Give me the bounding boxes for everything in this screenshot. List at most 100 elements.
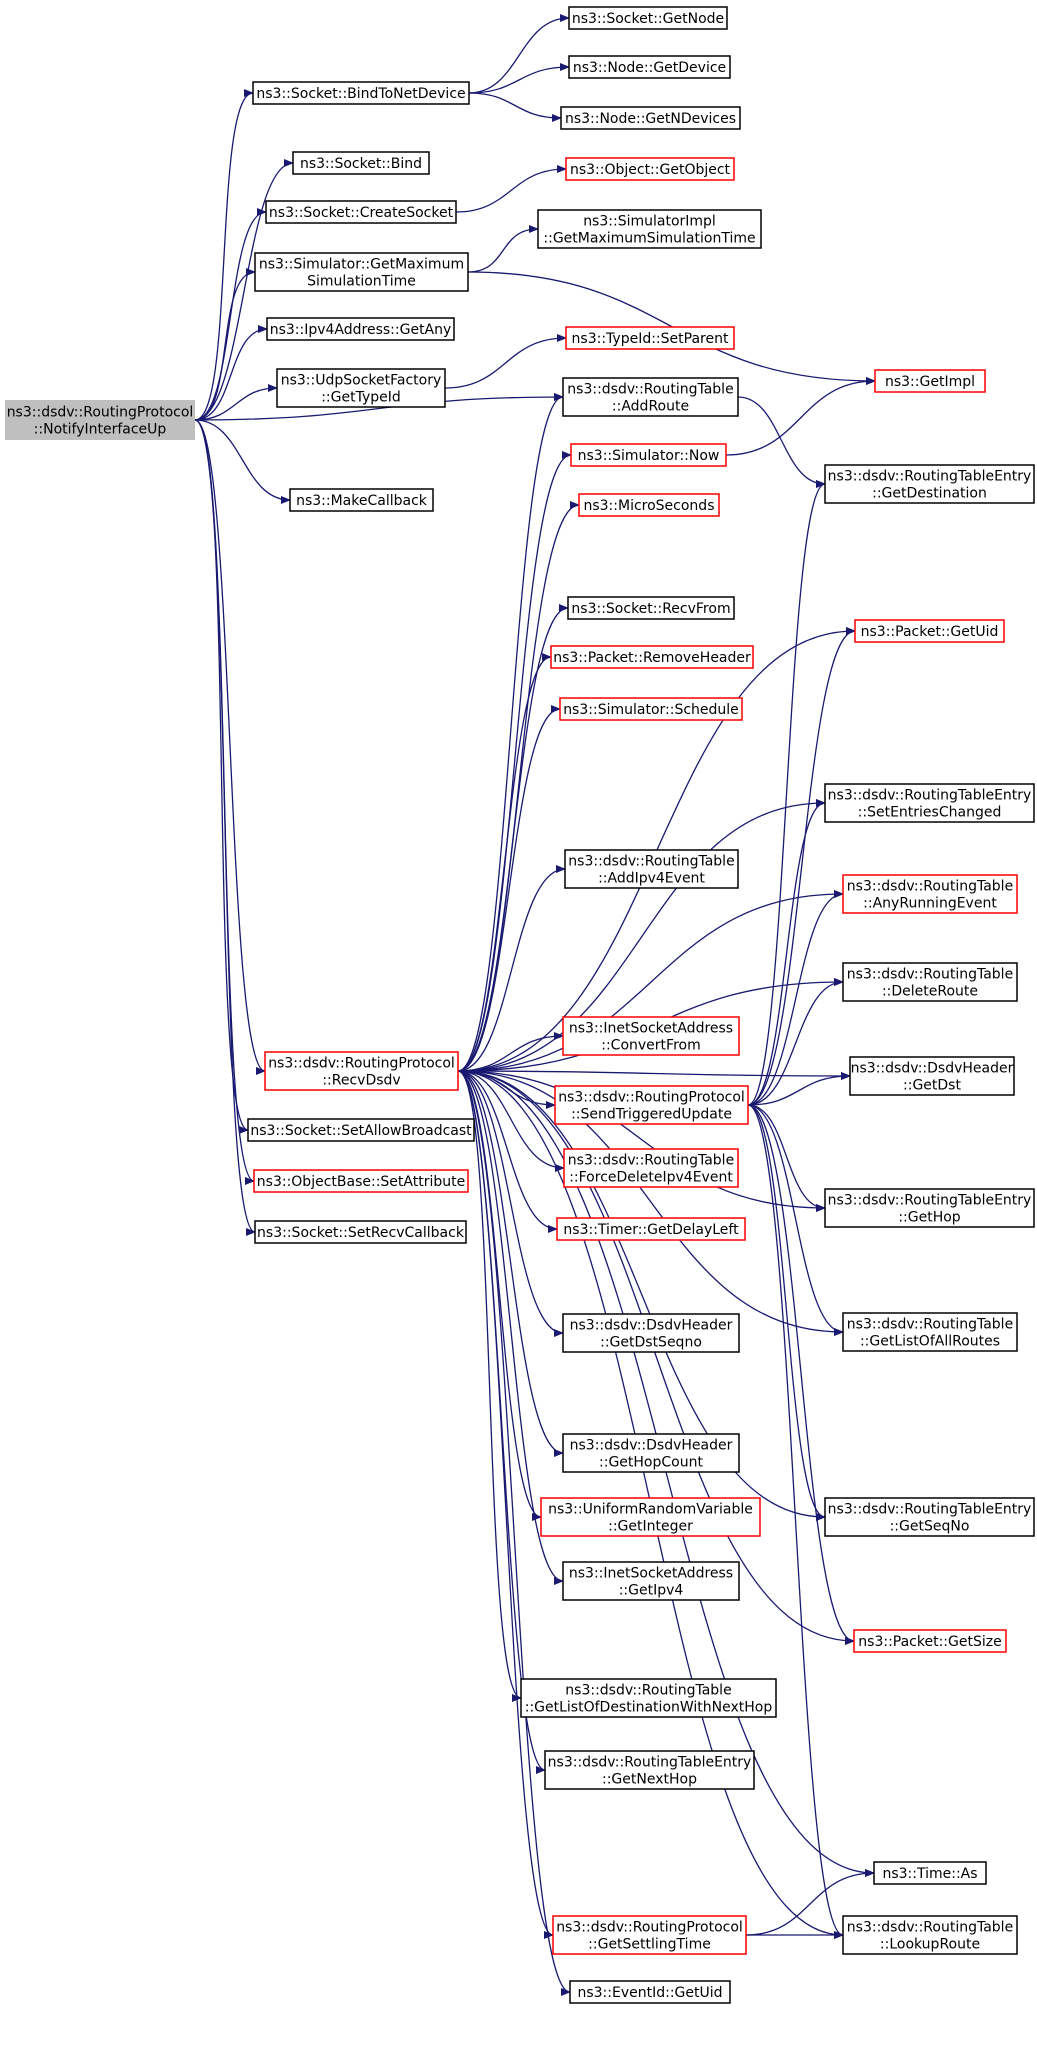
node-convertFrom[interactable]: ns3::InetSocketAddress::ConvertFrom bbox=[562, 1016, 740, 1056]
node-label: ns3::dsdv::RoutingTableEntry bbox=[548, 1755, 752, 1771]
edge-sendTriggered-to-dsdvGetDst bbox=[747, 1072, 851, 1106]
node-label: ns3::InetSocketAddress bbox=[569, 1021, 733, 1037]
edge-recvDsdv-to-timerDelayLeft bbox=[457, 1070, 558, 1233]
node-label: ns3::dsdv::RoutingTable bbox=[568, 854, 734, 870]
node-label: ::GetNextHop bbox=[602, 1772, 697, 1788]
node-box bbox=[564, 849, 739, 889]
edge-bindToNetDevice-to-nodeGetDevice bbox=[468, 63, 570, 94]
node-box bbox=[565, 157, 735, 181]
node-getImpl[interactable]: ns3::GetImpl bbox=[874, 369, 986, 393]
node-recvFrom[interactable]: ns3::Socket::RecvFrom bbox=[567, 596, 735, 620]
node-label: ns3::dsdv::DsdvHeader bbox=[851, 1061, 1014, 1077]
edge-sendTriggered-to-lookupRoute bbox=[747, 1104, 844, 1939]
node-simNow[interactable]: ns3::Simulator::Now bbox=[570, 443, 727, 467]
node-box bbox=[5, 400, 195, 440]
node-getListDestNextHop[interactable]: ns3::dsdv::RoutingTable::GetListOfDestin… bbox=[520, 1678, 777, 1718]
node-label: ns3::MicroSeconds bbox=[583, 498, 714, 514]
node-box bbox=[254, 1220, 467, 1244]
node-label: ns3::dsdv::RoutingProtocol bbox=[268, 1056, 455, 1072]
edge-root-to-setRecvCallback bbox=[194, 419, 256, 1236]
node-label: ::ForceDeleteIpv4Event bbox=[569, 1170, 733, 1186]
node-label: ns3::dsdv::RoutingTable bbox=[847, 1317, 1013, 1333]
node-label: ns3::dsdv::RoutingTableEntry bbox=[828, 469, 1032, 485]
node-packetGetUid[interactable]: ns3::Packet::GetUid bbox=[854, 619, 1005, 643]
node-createSocket[interactable]: ns3::Socket::CreateSocket bbox=[265, 200, 457, 224]
node-udpGetTypeId[interactable]: ns3::UdpSocketFactory::GetTypeId bbox=[276, 368, 446, 408]
edge-recvDsdv-to-simNow bbox=[457, 451, 572, 1072]
node-getSettlingTime[interactable]: ns3::dsdv::RoutingProtocol::GetSettlingT… bbox=[552, 1915, 747, 1955]
node-label: ns3::Time::As bbox=[882, 1866, 977, 1882]
node-label: ns3::Socket::RecvFrom bbox=[571, 601, 730, 617]
node-box bbox=[252, 81, 470, 105]
node-removeHeader[interactable]: ns3::Packet::RemoveHeader bbox=[550, 645, 754, 669]
node-nodeGetDevice[interactable]: ns3::Node::GetDevice bbox=[568, 55, 731, 79]
node-box bbox=[824, 783, 1035, 823]
node-setAllowBroadcast[interactable]: ns3::Socket::SetAllowBroadcast bbox=[247, 1118, 475, 1142]
node-label: ::SetEntriesChanged bbox=[858, 805, 1002, 821]
node-getListAllRoutes[interactable]: ns3::dsdv::RoutingTable::GetListOfAllRou… bbox=[842, 1312, 1018, 1352]
edge-recvDsdv-to-eventIdGetUid bbox=[457, 1070, 571, 1996]
node-simGetMax[interactable]: ns3::Simulator::GetMaximumSimulationTime bbox=[254, 252, 469, 292]
node-lookupRoute[interactable]: ns3::dsdv::RoutingTable::LookupRoute bbox=[842, 1915, 1018, 1955]
node-socketGetNode[interactable]: ns3::Socket::GetNode bbox=[568, 6, 728, 30]
node-label: ns3::Socket::SetAllowBroadcast bbox=[250, 1123, 472, 1139]
node-label: ns3::dsdv::RoutingTableEntry bbox=[828, 1502, 1032, 1518]
node-setRecvCallback[interactable]: ns3::Socket::SetRecvCallback bbox=[254, 1220, 467, 1244]
node-label: ::GetHopCount bbox=[599, 1455, 703, 1471]
node-simSchedule[interactable]: ns3::Simulator::Schedule bbox=[559, 697, 743, 721]
node-label: ns3::Ipv4Address::GetAny bbox=[270, 322, 452, 338]
node-box bbox=[562, 1016, 740, 1056]
node-timeAs[interactable]: ns3::Time::As bbox=[873, 1861, 987, 1885]
node-box bbox=[873, 1861, 987, 1885]
node-inetGetIpv4[interactable]: ns3::InetSocketAddress::GetIpv4 bbox=[562, 1561, 740, 1601]
node-box bbox=[266, 317, 455, 341]
edge-recvDsdv-to-getHopCount bbox=[457, 1070, 564, 1457]
node-label: ::ConvertFrom bbox=[601, 1038, 700, 1054]
edge-root-to-recvDsdv bbox=[194, 419, 266, 1075]
edge-sendTriggered-to-setEntriesChanged bbox=[747, 799, 826, 1106]
node-getDstSeqno[interactable]: ns3::dsdv::DsdvHeader::GetDstSeqno bbox=[562, 1313, 740, 1353]
node-socketBind[interactable]: ns3::Socket::Bind bbox=[292, 151, 430, 175]
node-label: ns3::Node::GetDevice bbox=[573, 60, 726, 76]
node-rtAddRoute[interactable]: ns3::dsdv::RoutingTable::AddRoute bbox=[562, 377, 739, 417]
node-forceDelete[interactable]: ns3::dsdv::RoutingTable::ForceDeleteIpv4… bbox=[563, 1148, 739, 1188]
node-box bbox=[550, 645, 754, 669]
node-label: ns3::Node::GetNDevices bbox=[565, 111, 736, 127]
node-dsdvGetDst[interactable]: ns3::dsdv::DsdvHeader::GetDst bbox=[849, 1056, 1015, 1096]
node-anyRunningEvent[interactable]: ns3::dsdv::RoutingTable::AnyRunningEvent bbox=[842, 874, 1018, 914]
node-rteGetDest[interactable]: ns3::dsdv::RoutingTableEntry::GetDestina… bbox=[824, 464, 1035, 504]
node-addIpv4Event[interactable]: ns3::dsdv::RoutingTable::AddIpv4Event bbox=[564, 849, 739, 889]
node-box bbox=[874, 369, 986, 393]
node-setAttribute[interactable]: ns3::ObjectBase::SetAttribute bbox=[253, 1169, 469, 1193]
node-simImplMax[interactable]: ns3::SimulatorImpl::GetMaximumSimulation… bbox=[537, 209, 762, 249]
node-label: ::GetDestination bbox=[872, 486, 987, 502]
node-recvDsdv[interactable]: ns3::dsdv::RoutingProtocol::RecvDsdv bbox=[264, 1051, 459, 1091]
node-bindToNetDevice[interactable]: ns3::Socket::BindToNetDevice bbox=[252, 81, 470, 105]
node-label: ns3::UdpSocketFactory bbox=[281, 373, 442, 389]
node-makeCallback[interactable]: ns3::MakeCallback bbox=[289, 488, 434, 512]
node-ipv4GetAny[interactable]: ns3::Ipv4Address::GetAny bbox=[266, 317, 455, 341]
node-typeIdSetParent[interactable]: ns3::TypeId::SetParent bbox=[565, 326, 735, 350]
edge-recvDsdv-to-packetGetSize bbox=[457, 1070, 855, 1645]
node-uniformGetInteger[interactable]: ns3::UniformRandomVariable::GetInteger bbox=[540, 1497, 761, 1537]
node-label: ::GetSeqNo bbox=[890, 1519, 970, 1535]
node-rteGetSeqNo[interactable]: ns3::dsdv::RoutingTableEntry::GetSeqNo bbox=[824, 1497, 1035, 1537]
node-timerDelayLeft[interactable]: ns3::Timer::GetDelayLeft bbox=[556, 1217, 746, 1241]
node-box bbox=[562, 1433, 740, 1473]
node-deleteRoute[interactable]: ns3::dsdv::RoutingTable::DeleteRoute bbox=[842, 962, 1018, 1002]
node-label: ns3::dsdv::RoutingTableEntry bbox=[828, 1193, 1032, 1209]
node-sendTriggered[interactable]: ns3::dsdv::RoutingProtocol::SendTriggere… bbox=[554, 1085, 749, 1125]
node-rteGetHop[interactable]: ns3::dsdv::RoutingTableEntry::GetHop bbox=[824, 1188, 1035, 1228]
node-getHopCount[interactable]: ns3::dsdv::DsdvHeader::GetHopCount bbox=[562, 1433, 740, 1473]
node-getObject[interactable]: ns3::Object::GetObject bbox=[565, 157, 735, 181]
edge-recvDsdv-to-convertFrom bbox=[457, 1032, 564, 1072]
node-nodeGetNDevices[interactable]: ns3::Node::GetNDevices bbox=[560, 106, 741, 130]
node-setEntriesChanged[interactable]: ns3::dsdv::RoutingTableEntry::SetEntries… bbox=[824, 783, 1035, 823]
node-label: ::AddRoute bbox=[612, 399, 689, 415]
node-label: ::GetIpv4 bbox=[619, 1583, 684, 1599]
node-rteGetNextHop[interactable]: ns3::dsdv::RoutingTableEntry::GetNextHop bbox=[544, 1750, 755, 1790]
node-microSeconds[interactable]: ns3::MicroSeconds bbox=[578, 493, 720, 517]
node-box bbox=[562, 377, 739, 417]
node-eventIdGetUid[interactable]: ns3::EventId::GetUid bbox=[569, 1980, 731, 2004]
node-packetGetSize[interactable]: ns3::Packet::GetSize bbox=[853, 1629, 1007, 1653]
